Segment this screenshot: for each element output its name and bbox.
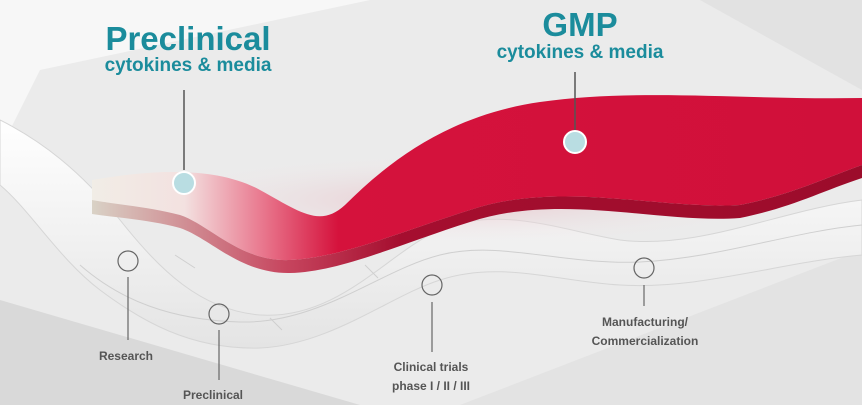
gmp-subtitle: cytokines & media — [460, 43, 700, 64]
manufacturing-label-line2: Commercialization — [592, 334, 699, 348]
stage-label-manufacturing: Manufacturing/ Commercialization — [570, 313, 720, 350]
stage-label-preclinical: Preclinical — [168, 386, 258, 405]
gmp-title: GMP — [460, 8, 700, 41]
manufacturing-label-line1: Manufacturing/ — [602, 315, 688, 329]
gmp-product-title: GMP cytokines & media — [460, 8, 700, 64]
clinical-label-line2: phase I / II / III — [392, 379, 470, 393]
preclinical-product-title: Preclinical cytokines & media — [68, 22, 308, 77]
preclinical-label-text: Preclinical — [183, 388, 243, 402]
clinical-label-line1: Clinical trials — [394, 360, 469, 374]
stage-label-research: Research — [86, 347, 166, 366]
preclinical-subtitle: cytokines & media — [68, 56, 308, 77]
stage-label-clinical-trials: Clinical trials phase I / II / III — [366, 358, 496, 395]
research-label-text: Research — [99, 349, 153, 363]
preclinical-title: Preclinical — [68, 22, 308, 55]
